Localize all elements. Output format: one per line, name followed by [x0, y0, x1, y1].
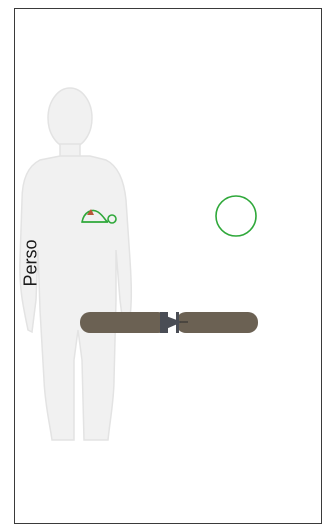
green-circle-marker-icon[interactable]: [216, 196, 256, 236]
bar-left-segment[interactable]: [80, 312, 168, 333]
side-label: Perso: [21, 239, 42, 286]
bar-right-segment[interactable]: [176, 312, 258, 333]
split-bar-icon[interactable]: [80, 312, 258, 333]
bar-right-cap: [176, 312, 179, 333]
